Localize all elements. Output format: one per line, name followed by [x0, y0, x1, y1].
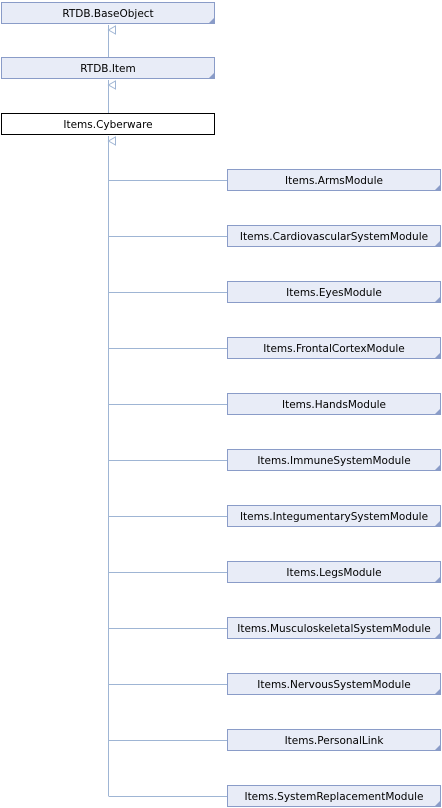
node-label: Items.PersonalLink	[285, 735, 385, 747]
node-label: Items.ArmsModule	[285, 175, 383, 187]
corner-fold-icon	[209, 73, 214, 78]
edges-layer	[107, 25, 227, 797]
node-label: Items.LegsModule	[286, 567, 381, 579]
node-label: RTDB.Item	[80, 63, 135, 75]
node-integ[interactable]: Items.IntegumentarySystemModule	[227, 505, 441, 527]
node-box	[227, 449, 441, 471]
node-immune[interactable]: Items.ImmuneSystemModule	[227, 449, 441, 471]
node-box	[227, 673, 441, 695]
node-musculo[interactable]: Items.MusculoskeletalSystemModule	[227, 617, 441, 639]
node-arms[interactable]: Items.ArmsModule	[227, 169, 441, 191]
node-label: Items.Cyberware	[63, 119, 152, 131]
node-box	[1, 2, 215, 24]
node-box	[227, 281, 441, 303]
node-item[interactable]: RTDB.Item	[1, 57, 215, 79]
corner-fold-icon	[435, 633, 440, 638]
corner-fold-icon	[435, 241, 440, 246]
node-box	[227, 729, 441, 751]
corner-fold-icon	[435, 801, 440, 806]
corner-fold-icon	[435, 689, 440, 694]
node-base_object[interactable]: RTDB.BaseObject	[1, 2, 215, 24]
node-box	[227, 561, 441, 583]
node-label: Items.HandsModule	[282, 399, 386, 411]
corner-fold-icon	[435, 297, 440, 302]
node-personal[interactable]: Items.PersonalLink	[227, 729, 441, 751]
node-label: Items.MusculoskeletalSystemModule	[237, 623, 430, 635]
corner-fold-icon	[435, 465, 440, 470]
node-label: Items.SystemReplacementModule	[244, 791, 423, 803]
node-frontal[interactable]: Items.FrontalCortexModule	[227, 337, 441, 359]
node-label: Items.ImmuneSystemModule	[257, 455, 410, 467]
node-box	[227, 393, 441, 415]
node-box	[227, 617, 441, 639]
node-box	[227, 505, 441, 527]
node-sysrep[interactable]: Items.SystemReplacementModule	[227, 785, 441, 807]
node-label: RTDB.BaseObject	[62, 8, 153, 20]
node-box	[227, 337, 441, 359]
corner-fold-icon	[435, 353, 440, 358]
corner-fold-icon	[435, 521, 440, 526]
corner-fold-icon	[435, 745, 440, 750]
node-label: Items.EyesModule	[286, 287, 382, 299]
corner-fold-icon	[209, 18, 214, 23]
node-legs[interactable]: Items.LegsModule	[227, 561, 441, 583]
node-label: Items.NervousSystemModule	[257, 679, 410, 691]
node-label: Items.FrontalCortexModule	[263, 343, 404, 355]
node-label: Items.CardiovascularSystemModule	[240, 231, 428, 243]
node-hands[interactable]: Items.HandsModule	[227, 393, 441, 415]
node-box	[1, 113, 215, 135]
node-nervous[interactable]: Items.NervousSystemModule	[227, 673, 441, 695]
node-label: Items.IntegumentarySystemModule	[240, 511, 428, 523]
node-eyes[interactable]: Items.EyesModule	[227, 281, 441, 303]
node-cardio[interactable]: Items.CardiovascularSystemModule	[227, 225, 441, 247]
node-box	[1, 57, 215, 79]
corner-fold-icon	[435, 577, 440, 582]
corner-fold-icon	[435, 185, 440, 190]
node-box	[227, 169, 441, 191]
corner-fold-icon	[435, 409, 440, 414]
node-cyberware[interactable]: Items.Cyberware	[1, 113, 215, 135]
node-box	[227, 785, 441, 807]
node-box	[227, 225, 441, 247]
